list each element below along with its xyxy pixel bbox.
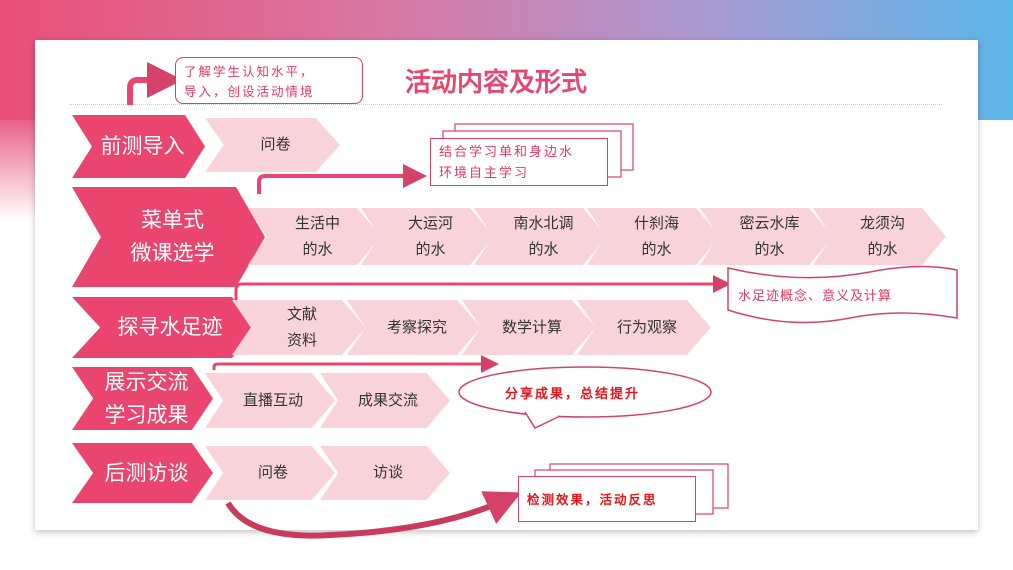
arrow-4 — [212, 355, 499, 373]
stage-2-item: 生活中 的水 — [248, 208, 381, 265]
note-share: 分享成果，总结提升 — [505, 387, 641, 402]
page-title: 活动内容及形式 — [405, 68, 588, 98]
stage-4: 展示交流 学习成果 — [72, 367, 213, 430]
speech-bubble — [458, 366, 712, 418]
stage-3-item: 考察探究 — [347, 300, 481, 355]
note-water-footprint: 水足迹概念、意义及计算 — [738, 289, 893, 304]
stage-4-item: 直播互动 — [205, 373, 335, 428]
stage-4-item: 成果交流 — [320, 373, 450, 428]
note-pretest: 了解学生认知水平， 导入，创设活动情境 — [175, 57, 363, 104]
note-reflect: 检测效果，活动反思 — [518, 476, 696, 522]
stage-1-item: 问卷 — [205, 118, 340, 172]
stage-5-item: 问卷 — [205, 446, 335, 500]
stage-3: 探寻水足迹 — [72, 297, 260, 358]
stage-2-item: 什刹海 的水 — [587, 208, 720, 265]
note-self-study: 结合学习单和身边水 环境自主学习 — [430, 138, 608, 186]
stage-2-item: 龙须沟 的水 — [813, 208, 946, 265]
stage-2-item: 南水北调 的水 — [474, 208, 607, 265]
stage-2-item: 密云水库 的水 — [700, 208, 833, 265]
arrow-1 — [127, 62, 183, 105]
stage-5-item: 访谈 — [320, 446, 450, 500]
divider — [70, 104, 942, 105]
wave-banner — [727, 265, 958, 324]
stage-1: 前测导入 — [72, 115, 205, 178]
stage-3-item: 数学计算 — [462, 300, 596, 355]
stage-2-item: 大运河 的水 — [361, 208, 494, 265]
arrow-3 — [234, 275, 731, 300]
arrow-5 — [225, 491, 522, 539]
stage-3-item: 文献 资料 — [232, 300, 366, 355]
stage-3-item: 行为观察 — [577, 300, 711, 355]
stage-5: 后测访谈 — [72, 443, 213, 503]
stage-2: 菜单式 微课选学 — [72, 187, 265, 287]
arrow-2 — [257, 164, 427, 194]
